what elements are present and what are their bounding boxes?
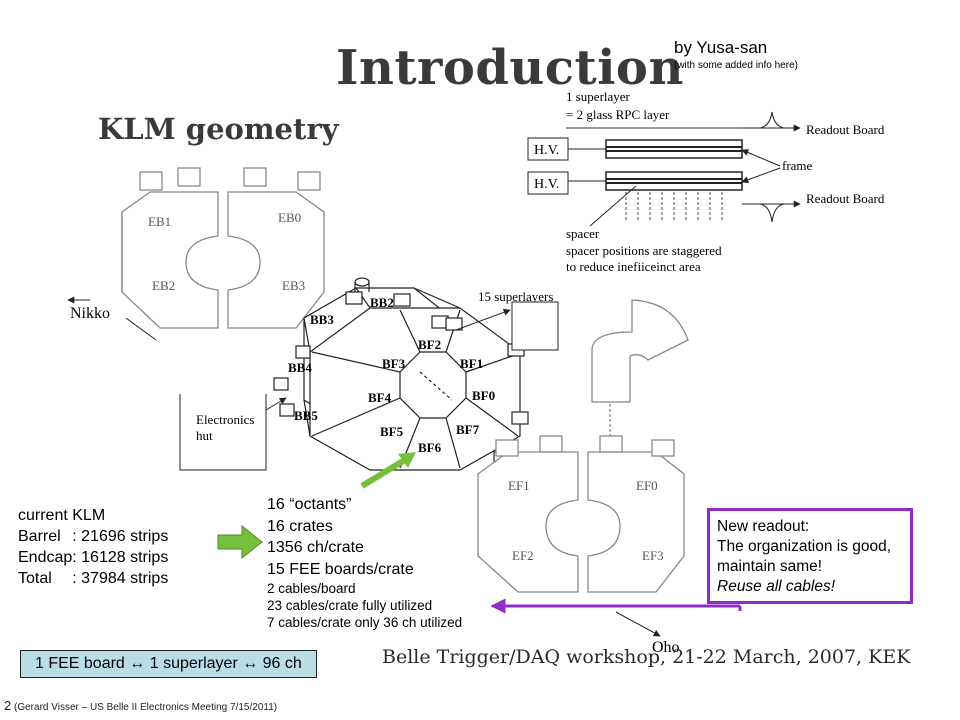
barrel-label-bb2: BB2 bbox=[370, 295, 394, 310]
purple-arrow bbox=[490, 598, 742, 614]
barrel-label-bf6: BF6 bbox=[418, 440, 442, 455]
endcap-label-ef3: EF3 bbox=[642, 548, 664, 563]
rpc-label-line2: = 2 glass RPC layer bbox=[566, 107, 670, 122]
readout-board-label-bottom: Readout Board bbox=[806, 191, 885, 206]
electronics-hut-label-1: Electronics bbox=[196, 412, 254, 427]
new-readout-text: The organization is good, maintain same! bbox=[717, 538, 892, 575]
klm-row-name: Total bbox=[18, 570, 52, 587]
hv-label-bottom: H.V. bbox=[534, 177, 559, 192]
slide-title: Introduction bbox=[336, 40, 684, 96]
octants-line: 15 FEE boards/crate bbox=[267, 560, 414, 578]
new-readout-box: New readout: The organization is good, m… bbox=[707, 508, 913, 604]
barrel-label-bf4: BF4 bbox=[368, 390, 392, 405]
endcap-label-eb2: EB2 bbox=[152, 278, 175, 293]
rpc-label-line1: 1 superlayer bbox=[566, 89, 631, 104]
endcap-label-eb3: EB3 bbox=[282, 278, 305, 293]
klm-stats: current KLM Barrel : 21696 strips Endcap… bbox=[18, 505, 168, 589]
hv-label-top: H.V. bbox=[534, 143, 559, 158]
spacer-note-1: spacer positions are staggered bbox=[566, 243, 722, 258]
barrel-label-bf0: BF0 bbox=[472, 388, 495, 403]
frame-label: frame bbox=[782, 158, 813, 173]
green-arrow-octant bbox=[360, 452, 416, 489]
octants-small-line: 7 cables/crate only 36 ch utilized bbox=[267, 615, 463, 630]
klm-row-value: : 21696 strips bbox=[72, 528, 169, 545]
klm-row-value: : 37984 strips bbox=[72, 570, 169, 587]
klm-row-value: : 16128 strips bbox=[72, 549, 169, 566]
octants-small-line: 2 cables/board bbox=[267, 581, 356, 596]
klm-table: Barrel : 21696 strips Endcap : 16128 str… bbox=[18, 526, 168, 589]
table-row: Total : 37984 strips bbox=[18, 568, 168, 589]
octants-line: 16 “octants” bbox=[267, 496, 352, 513]
barrel-label-bb4: BB4 bbox=[288, 360, 312, 375]
octants-small-line: 23 cables/crate fully utilized bbox=[267, 598, 433, 613]
spacer-note-2: to reduce inefiiceinct area bbox=[566, 259, 701, 274]
new-readout-note: Reuse all cables! bbox=[717, 578, 836, 595]
klm-row-name: Barrel bbox=[18, 528, 61, 545]
barrel-label-bb3: BB3 bbox=[310, 312, 334, 327]
author-note: (with some added info here) bbox=[674, 60, 798, 71]
table-row: Barrel : 21696 strips bbox=[18, 526, 168, 547]
barrel-label-bb5: BB5 bbox=[294, 408, 318, 423]
barrel-label-bf2: BF2 bbox=[418, 337, 441, 352]
footer-text: (Gerard Visser – US Belle II Electronics… bbox=[11, 702, 278, 713]
superlayer-box bbox=[511, 301, 559, 351]
nikko-label: Nikko bbox=[70, 305, 110, 322]
backward-endcaps bbox=[121, 167, 325, 329]
new-readout-heading: New readout: bbox=[717, 518, 810, 535]
octants-line: 1356 ch/crate bbox=[267, 539, 364, 556]
spacer-label: spacer bbox=[566, 226, 600, 241]
superlayers-label: 15 superlayers bbox=[478, 289, 553, 304]
endcap-label-ef0: EF0 bbox=[636, 478, 658, 493]
barrel-detector bbox=[273, 277, 529, 471]
slide-footer: 2 (Gerard Visser – US Belle II Electroni… bbox=[4, 698, 277, 713]
workshop-caption: Belle Trigger/DAQ workshop, 21-22 March,… bbox=[382, 646, 911, 668]
endcap-label-eb0: EB0 bbox=[278, 210, 301, 225]
barrel-label-bf7: BF7 bbox=[456, 422, 480, 437]
fee-board-summary: 1 FEE board ↔ 1 superlayer ↔ 96 ch bbox=[20, 650, 317, 678]
barrel-label-bf5: BF5 bbox=[380, 424, 404, 439]
barrel-label-bf3: BF3 bbox=[382, 356, 406, 371]
table-row: Endcap : 16128 strips bbox=[18, 547, 168, 568]
endcap-label-ef1: EF1 bbox=[508, 478, 530, 493]
author-credit: by Yusa-san bbox=[674, 38, 768, 57]
octants-info: 16 “octants” 16 crates 1356 ch/crate 15 … bbox=[267, 494, 462, 631]
electronics-hut-label-2: hut bbox=[196, 428, 213, 443]
octants-line: 16 crates bbox=[267, 517, 333, 535]
barrel-label-bf1: BF1 bbox=[460, 356, 483, 371]
rpc-superlayer-diagram: 1 superlayer = 2 glass RPC layer H.V. H.… bbox=[527, 89, 885, 274]
page-number: 2 bbox=[4, 698, 12, 713]
green-arrow-klm bbox=[217, 524, 263, 560]
klm-heading: current KLM bbox=[18, 507, 106, 524]
forward-endcaps bbox=[477, 299, 689, 593]
slide-subtitle: KLM geometry bbox=[98, 112, 339, 146]
klm-row-name: Endcap bbox=[18, 549, 73, 566]
readout-board-label-top: Readout Board bbox=[806, 122, 885, 137]
endcap-label-ef2: EF2 bbox=[512, 548, 534, 563]
oho-label: Oho bbox=[652, 639, 680, 656]
endcap-label-eb1: EB1 bbox=[148, 214, 171, 229]
